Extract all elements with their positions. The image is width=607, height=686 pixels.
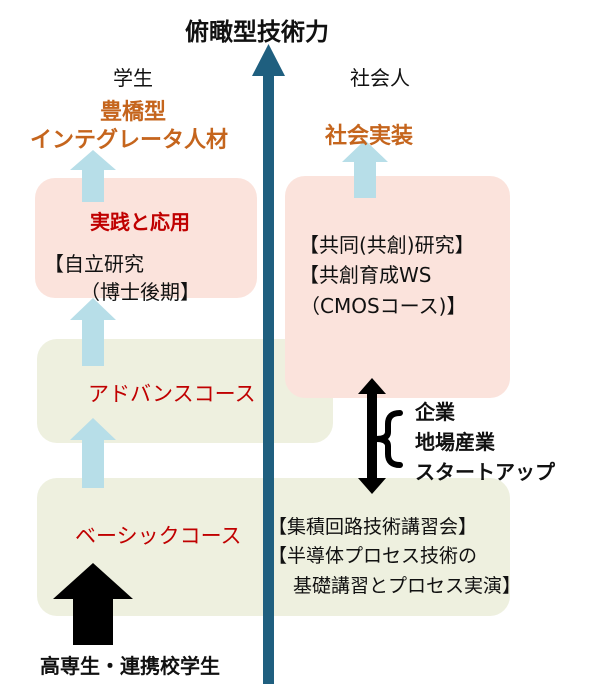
professional-goal: 社会実装	[325, 124, 414, 149]
partner-double-arrow	[358, 378, 386, 494]
partner-company: 企業	[415, 400, 455, 424]
basic-lecture-line1: 【集積回路技術講習会】	[268, 516, 478, 538]
diagram-title: 俯瞰型技術力	[185, 18, 329, 46]
entry-arrow	[53, 563, 133, 645]
basic-course-label: ベーシックコース	[75, 524, 242, 548]
column-label-professional: 社会人	[350, 66, 410, 90]
professional-line2: 【共創育成WS	[299, 263, 432, 287]
entry-label: 高専生・連携校学生	[40, 654, 220, 678]
arrow-advanced-to-practice	[70, 298, 116, 366]
column-label-student: 学生	[113, 66, 153, 90]
practice-line1: 【自立研究	[44, 252, 144, 276]
skill-axis-arrow	[252, 44, 285, 684]
practice-box	[35, 178, 257, 298]
advanced-course-label: アドバンスコース	[88, 382, 256, 406]
professional-line1: 【共同(共創)研究】	[299, 233, 475, 257]
professional-box	[285, 176, 510, 398]
partner-startup: スタートアップ	[415, 460, 555, 484]
student-goal-line1: 豊橋型	[100, 100, 167, 125]
practice-line2: （博士後期】	[80, 280, 200, 304]
partner-brace	[375, 410, 403, 468]
basic-lecture-line3: 基礎講習とプロセス実演】	[293, 575, 522, 597]
practice-heading: 実践と応用	[90, 210, 190, 234]
arrow-practice-to-goal	[70, 150, 116, 202]
arrow-basic-to-advanced	[70, 418, 116, 488]
partner-local-industry: 地場産業	[415, 430, 495, 454]
arrow-professional-to-goal	[342, 140, 388, 198]
professional-line3: （CMOSコース)】	[300, 294, 467, 318]
basic-lecture-line2: 【半導体プロセス技術の	[268, 545, 478, 567]
student-goal-line2: インテグレータ人材	[30, 128, 229, 153]
